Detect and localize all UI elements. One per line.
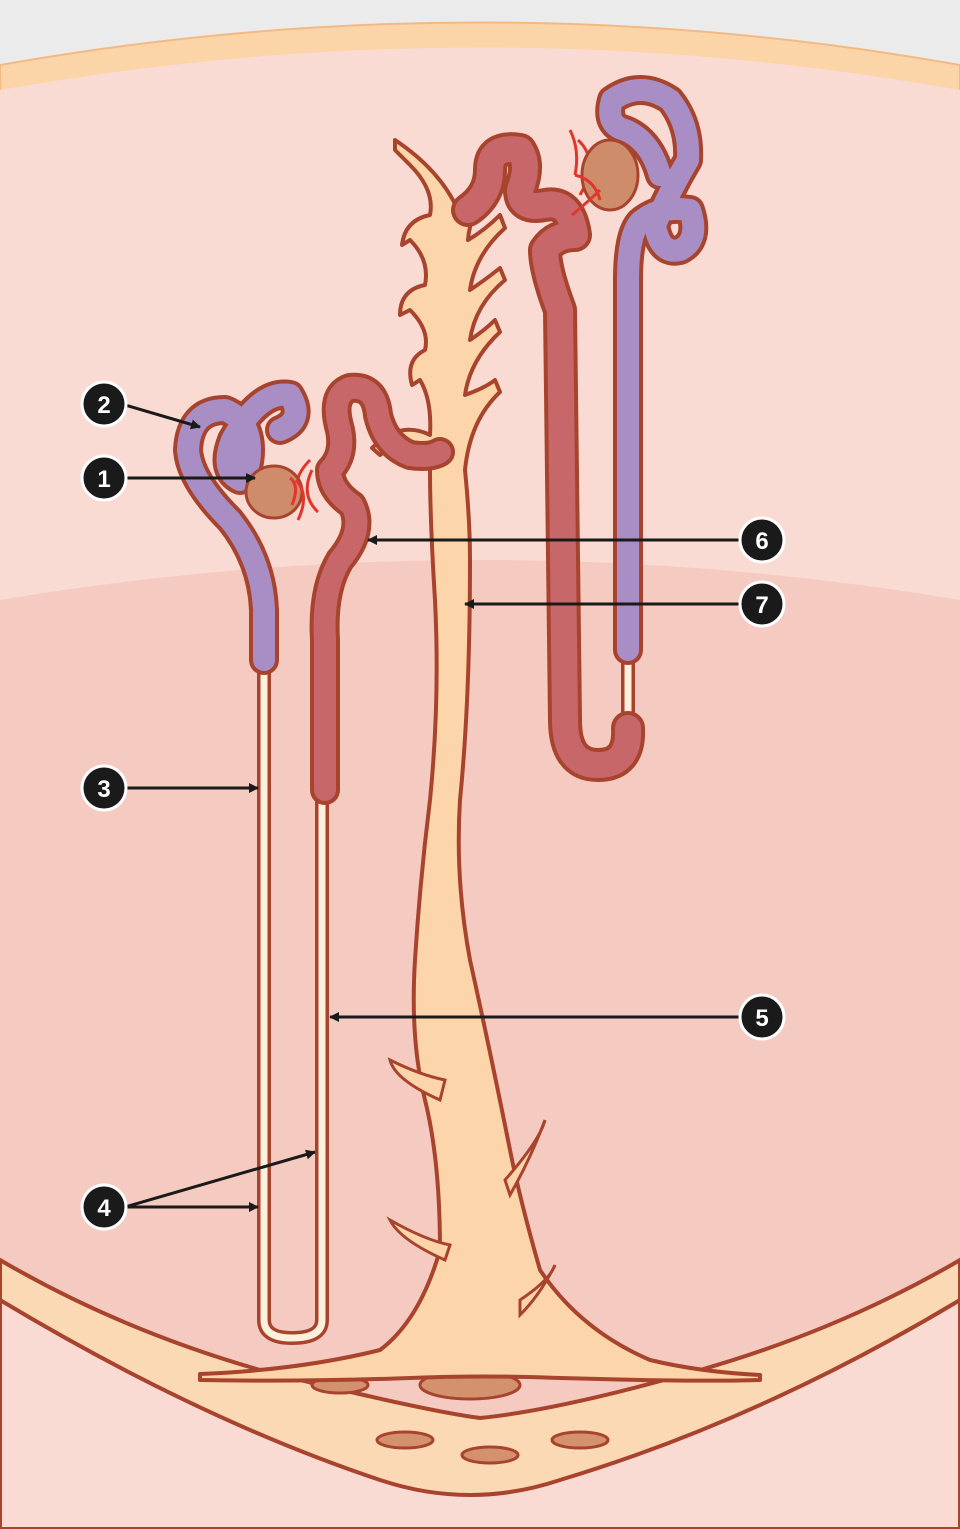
arrow-4a: [124, 1149, 316, 1209]
label-6: 6: [738, 516, 786, 564]
label-3-text: 3: [97, 776, 110, 803]
label-4-text: 4: [97, 1195, 111, 1222]
right-nephron: [451, 75, 709, 782]
arrow-2: [124, 403, 201, 430]
label-6-text: 6: [755, 528, 768, 555]
label-1-text: 1: [97, 466, 110, 493]
label-5: 5: [738, 993, 786, 1041]
label-7-text: 7: [755, 592, 768, 619]
label-7: 7: [738, 580, 786, 628]
label-3: 3: [80, 764, 128, 812]
label-1: 1: [80, 454, 128, 502]
collecting-duct: [198, 138, 762, 1383]
left-nephron: [173, 372, 455, 1346]
label-2: 2: [80, 380, 128, 428]
glomerulus-right: [568, 129, 640, 217]
glomerulus-left: [244, 458, 320, 521]
renal-papilla-tip: [0, 1297, 960, 1529]
label-5-text: 5: [755, 1005, 768, 1032]
label-2-text: 2: [97, 392, 110, 419]
callout-arrows: [124, 403, 740, 1212]
label-4: 4: [80, 1183, 128, 1231]
